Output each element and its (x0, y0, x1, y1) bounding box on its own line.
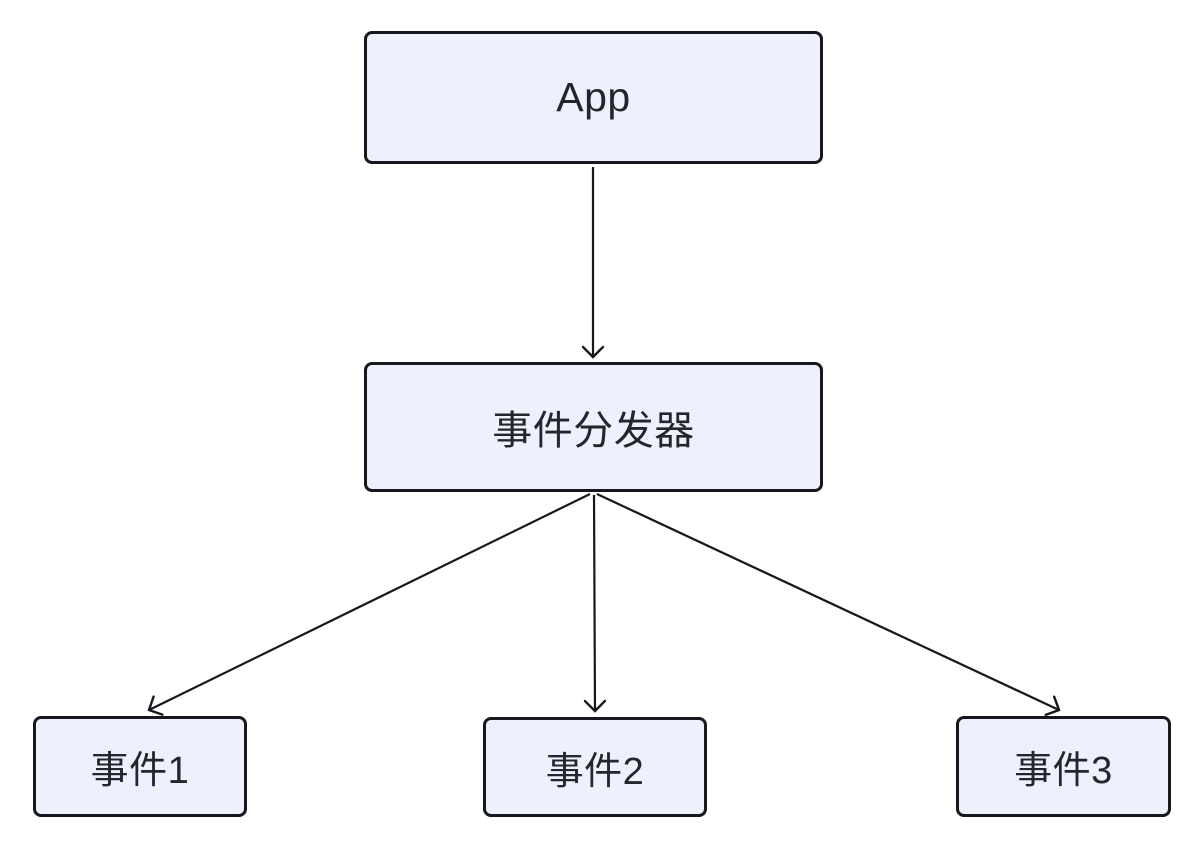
node-event-dispatcher-label: 事件分发器 (492, 409, 695, 453)
node-app-label: App (556, 74, 631, 120)
node-event-dispatcher: 事件分发器 (364, 362, 823, 492)
node-event3: 事件3 (956, 716, 1171, 817)
edge-dispatcher-event3 (596, 493, 1061, 717)
node-event1-label: 事件1 (90, 750, 190, 792)
node-event3-label: 事件3 (1014, 750, 1113, 792)
node-event2-label: 事件2 (545, 750, 645, 793)
edge-dispatcher-event1 (147, 493, 591, 716)
node-event1: 事件1 (33, 716, 247, 817)
edge-dispatcher-event2 (583, 494, 607, 713)
node-event2: 事件2 (483, 717, 707, 817)
node-app: App (364, 31, 823, 164)
